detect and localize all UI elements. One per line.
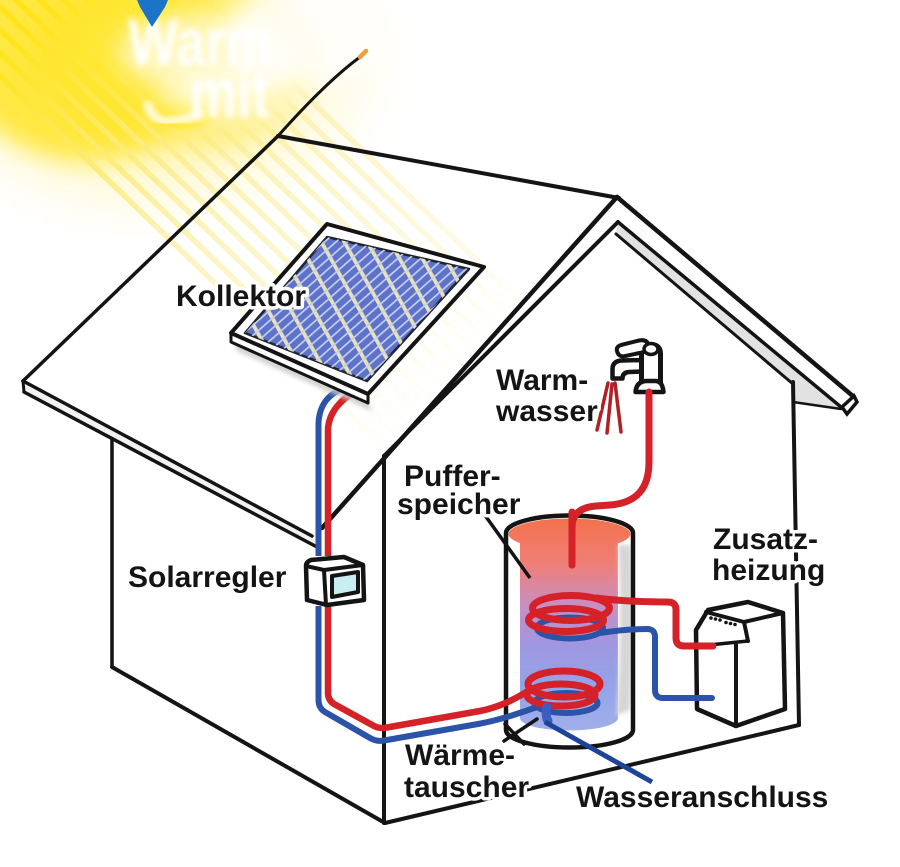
svg-text:Warm-: Warm- [496, 364, 588, 397]
svg-text:Kollektor: Kollektor [176, 280, 306, 313]
svg-text:Puffer-: Puffer- [404, 460, 501, 493]
svg-text:Wasseranschluss: Wasseranschluss [576, 781, 828, 814]
svg-text:tauscher: tauscher [404, 771, 529, 804]
svg-text:Zusatz-: Zusatz- [713, 523, 818, 556]
svg-text:speicher: speicher [397, 488, 521, 521]
svg-text:wasser: wasser [495, 395, 598, 428]
svg-text:heizung: heizung [712, 554, 825, 587]
svg-text:Solarregler: Solarregler [128, 561, 287, 594]
svg-text:Wärme-: Wärme- [405, 739, 515, 772]
svg-text:mit: mit [189, 56, 270, 133]
